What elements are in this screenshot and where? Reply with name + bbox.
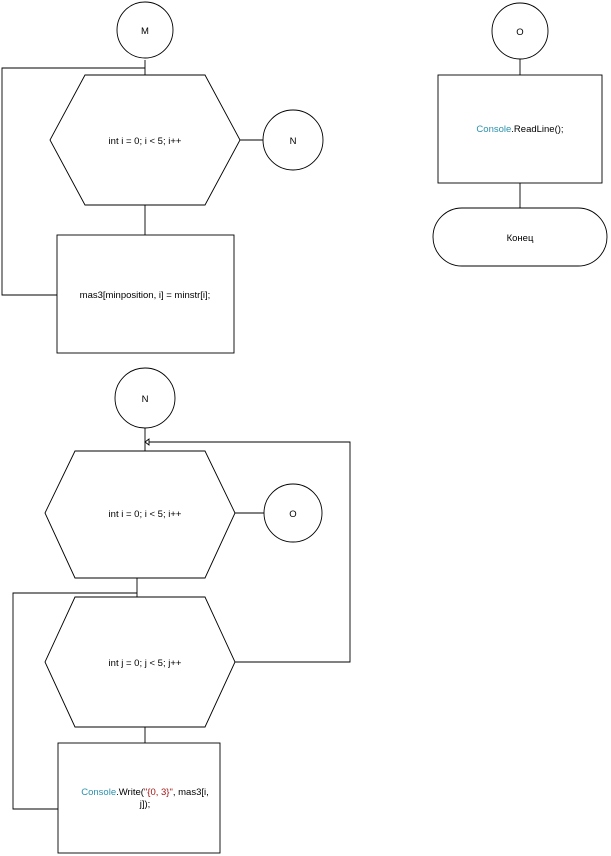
arrow-head-loop: [144, 438, 150, 446]
process-1-text: mas3[minposition, i] = minstr[i];: [80, 290, 211, 301]
connector-n-right-label: N: [290, 136, 297, 147]
terminal-end[interactable]: [432, 207, 608, 267]
connector-o-top-label: O: [516, 27, 523, 38]
terminal-end-label: Конец: [507, 233, 534, 244]
flowchart-section-n: N int i = 0; i < 5; i++ O int j = 0; j <…: [12, 367, 351, 854]
flowchart-section-o: O Console.ReadLine(); Конец: [432, 2, 608, 267]
loop-1-condition: int i = 0; i < 5; i++: [109, 136, 182, 147]
process-2-text: Console.Write("{0, 3}", mas3[i,: [81, 787, 209, 798]
connector-m-label: M: [141, 26, 149, 37]
loop-3-condition: int j = 0; j < 5; j++: [109, 658, 182, 669]
connector-m[interactable]: [116, 1, 174, 59]
process-box-1[interactable]: [56, 234, 235, 354]
process-2-text-line2: j]);: [139, 799, 151, 810]
flowchart-section-m: M int i = 0; i < 5; i++ N mas3[minpositi…: [1, 1, 324, 354]
connector-o-right-label: O: [289, 509, 296, 520]
process-3-text: Console.ReadLine();: [476, 124, 563, 135]
connector-n-top-label: N: [142, 394, 149, 405]
process-box-3[interactable]: [437, 74, 603, 184]
connector-n-right[interactable]: [262, 109, 324, 171]
loop-hexagon-3[interactable]: [44, 596, 236, 728]
loop-2-condition: int i = 0; i < 5; i++: [109, 509, 182, 520]
process-box-2[interactable]: [57, 742, 221, 854]
loop-hexagon-2[interactable]: [44, 450, 236, 579]
loop-hexagon-1[interactable]: [49, 74, 241, 206]
connector-o-right[interactable]: [263, 483, 323, 543]
